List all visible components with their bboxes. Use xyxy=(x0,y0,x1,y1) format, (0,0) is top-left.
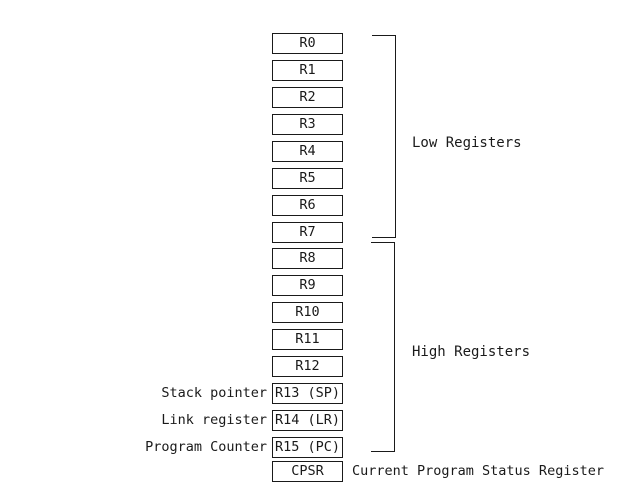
low-registers-bracket xyxy=(372,35,396,238)
register-box-r14: R14 (LR) xyxy=(272,410,343,431)
register-box-r11: R11 xyxy=(272,329,343,350)
r14-left-label: Link register xyxy=(161,411,267,428)
register-box-r13: R13 (SP) xyxy=(272,383,343,404)
register-box-r5: R5 xyxy=(272,168,343,189)
register-box-r12: R12 xyxy=(272,356,343,377)
r13-left-label: Stack pointer xyxy=(161,384,267,401)
register-box-r7: R7 xyxy=(272,222,343,243)
low-registers-label: Low Registers xyxy=(412,135,522,151)
register-box-cpsr: CPSR xyxy=(272,461,343,482)
cpsr-right-label: Current Program Status Register xyxy=(352,462,604,479)
register-box-r4: R4 xyxy=(272,141,343,162)
register-box-r8: R8 xyxy=(272,248,343,269)
high-registers-bracket xyxy=(371,242,395,452)
register-box-r9: R9 xyxy=(272,275,343,296)
register-box-r1: R1 xyxy=(272,60,343,81)
r15-left-label: Program Counter xyxy=(145,438,267,455)
register-box-r6: R6 xyxy=(272,195,343,216)
register-box-r15: R15 (PC) xyxy=(272,437,343,458)
register-box-r10: R10 xyxy=(272,302,343,323)
high-registers-label: High Registers xyxy=(412,344,531,360)
register-box-r0: R0 xyxy=(272,33,343,54)
register-box-r3: R3 xyxy=(272,114,343,135)
register-box-r2: R2 xyxy=(272,87,343,108)
